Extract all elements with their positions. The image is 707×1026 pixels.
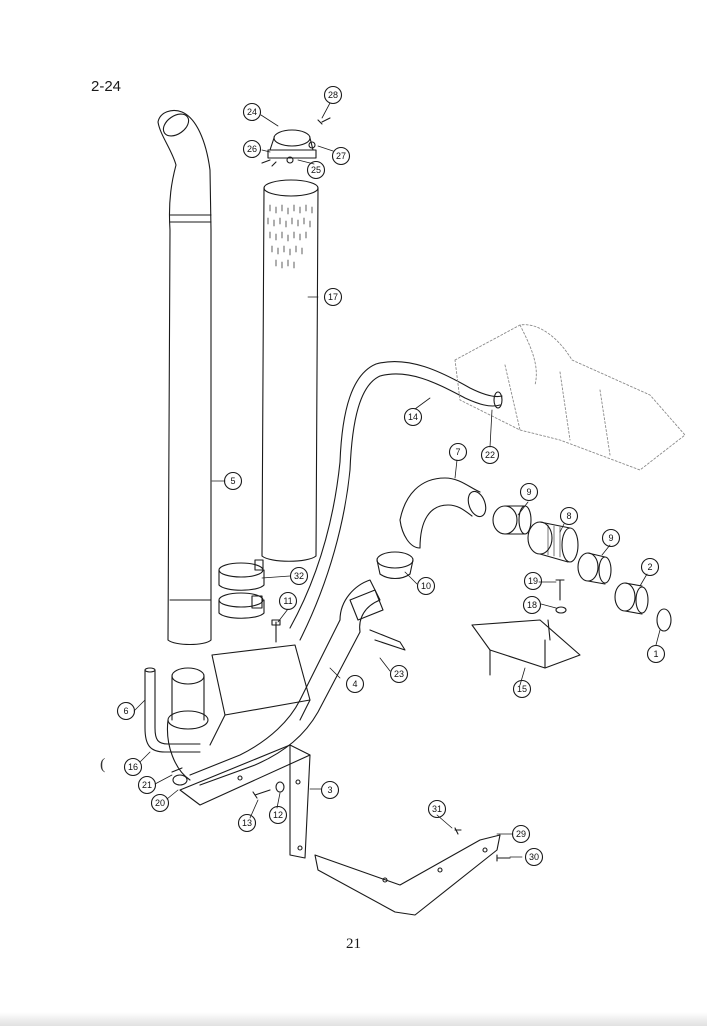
svg-text:31: 31 <box>432 804 442 814</box>
svg-text:7: 7 <box>455 447 460 457</box>
svg-text:24: 24 <box>247 107 257 117</box>
hose-clamp-part-9a <box>492 505 532 535</box>
svg-text:10: 10 <box>421 581 431 591</box>
svg-text:9: 9 <box>526 487 531 497</box>
callout-9b: 9 <box>601 528 621 548</box>
svg-text:1: 1 <box>653 649 658 659</box>
svg-text:15: 15 <box>517 684 527 694</box>
small-clamp-part-20 <box>171 767 188 786</box>
callout-24: 24 <box>242 102 262 122</box>
svg-text:2: 2 <box>647 562 652 572</box>
svg-text:22: 22 <box>485 450 495 460</box>
svg-text:6: 6 <box>123 706 128 716</box>
callout-13: 13 <box>237 813 257 833</box>
callout-8: 8 <box>559 506 579 526</box>
svg-text:11: 11 <box>283 596 292 606</box>
svg-text:19: 19 <box>528 576 538 586</box>
support-bracket-part-15 <box>471 619 581 676</box>
callout-2: 2 <box>640 557 660 577</box>
svg-text:5: 5 <box>230 476 235 486</box>
callout-23: 23 <box>389 664 409 684</box>
svg-text:30: 30 <box>529 852 539 862</box>
callout-25: 25 <box>306 160 326 180</box>
callout-5: 5 <box>223 471 243 491</box>
callout-11: 11 <box>278 591 298 611</box>
callout-9a: 9 <box>519 482 539 502</box>
callout-26: 26 <box>242 139 262 159</box>
page-number: 21 <box>346 936 361 952</box>
exhaust-stack-part-5 <box>157 109 212 646</box>
svg-text:21: 21 <box>142 780 152 790</box>
leader-lines <box>133 102 661 858</box>
hose-part-14 <box>289 360 503 641</box>
callout-27: 27 <box>331 146 351 166</box>
svg-text:14: 14 <box>408 412 418 422</box>
small-pipe-part-6 <box>144 667 201 753</box>
svg-text:13: 13 <box>242 818 252 828</box>
svg-text:12: 12 <box>273 810 283 820</box>
bolt-part-30 <box>496 854 511 862</box>
callout-15: 15 <box>512 679 532 699</box>
callout-7: 7 <box>448 442 468 462</box>
callout-10: 10 <box>416 576 436 596</box>
callout-30: 30 <box>524 847 544 867</box>
svg-text:8: 8 <box>566 511 571 521</box>
callout-17: 17 <box>323 287 343 307</box>
callout-28: 28 <box>323 85 343 105</box>
bolt-part-13 <box>252 789 271 799</box>
scan-edge-shadow <box>0 1012 707 1026</box>
callout-29: 29 <box>511 824 531 844</box>
callout-3: 3 <box>320 780 340 800</box>
svg-text:9: 9 <box>608 533 613 543</box>
top-clamp-assembly <box>261 117 331 167</box>
callout-21: 21 <box>137 775 157 795</box>
exhaust-pipe-part-4 <box>166 579 406 786</box>
callout-6: 6 <box>116 701 136 721</box>
svg-text:27: 27 <box>336 151 346 161</box>
callout-19: 19 <box>523 571 543 591</box>
coupler-part-2 <box>614 582 649 615</box>
lower-shield-part-29 <box>314 834 501 916</box>
callout-32: 32 <box>289 566 309 586</box>
bolt-part-19 <box>555 579 565 601</box>
svg-text:29: 29 <box>516 829 526 839</box>
callout-1: 1 <box>646 644 666 664</box>
svg-text:20: 20 <box>155 798 165 808</box>
svg-text:3: 3 <box>327 785 332 795</box>
washer-part-12 <box>275 781 285 793</box>
nut-part-31 <box>454 827 462 835</box>
callout-4: 4 <box>345 674 365 694</box>
svg-text:26: 26 <box>247 144 257 154</box>
svg-text:16: 16 <box>128 762 138 772</box>
bolt-part-11 <box>271 619 281 643</box>
svg-text:17: 17 <box>328 292 338 302</box>
svg-text:18: 18 <box>527 600 537 610</box>
callout-31: 31 <box>427 799 447 819</box>
band-clamps-part-32 <box>218 559 265 619</box>
hose-part-8 <box>527 521 579 563</box>
heat-shield-part-17 <box>261 179 319 562</box>
figure-label: 2-24 <box>91 78 122 95</box>
callout-14: 14 <box>403 407 423 427</box>
callout-12: 12 <box>268 805 288 825</box>
clamp-part-1 <box>656 608 672 632</box>
air-cleaner-outline <box>454 324 686 471</box>
stray-bracket-mark: ( <box>100 756 106 773</box>
svg-text:23: 23 <box>394 669 404 679</box>
hose-clamp-part-9b <box>577 552 612 585</box>
callout-22: 22 <box>480 445 500 465</box>
callout-16: 16 <box>123 757 143 777</box>
elbow-part-7 <box>399 477 487 549</box>
callout-18: 18 <box>522 595 542 615</box>
washer-part-18 <box>555 606 567 614</box>
callout-20: 20 <box>150 793 170 813</box>
bracket-part-3 <box>179 744 311 859</box>
svg-text:25: 25 <box>311 165 321 175</box>
svg-text:4: 4 <box>352 679 357 689</box>
svg-text:32: 32 <box>294 571 304 581</box>
svg-text:28: 28 <box>328 90 338 100</box>
